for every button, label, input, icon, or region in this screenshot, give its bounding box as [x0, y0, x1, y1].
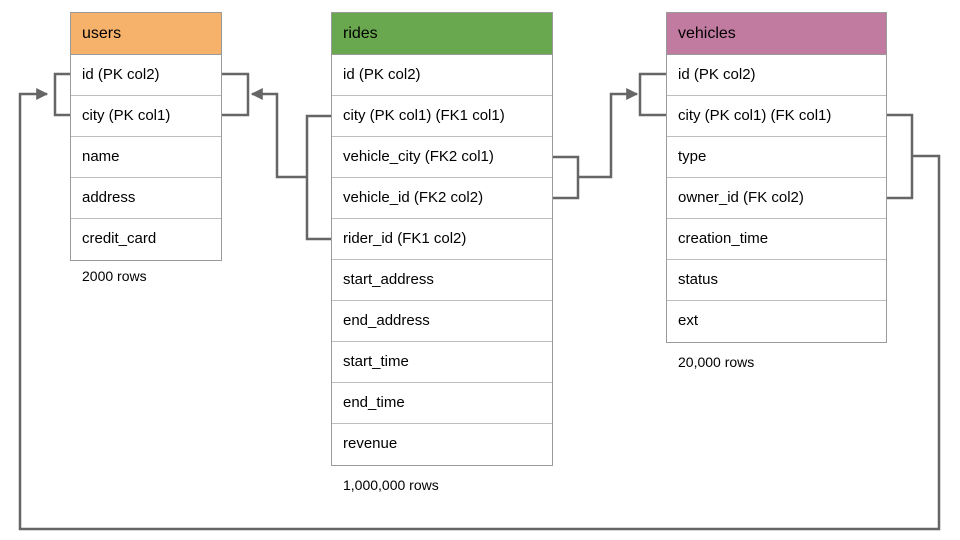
connector-rides-to-vehicles [578, 88, 639, 179]
vehicles-column-city: city (PK col1) (FK col1) [667, 96, 886, 137]
table-users-title: users [71, 13, 221, 55]
bracket-users-pk-right [222, 72, 250, 117]
rides-column-vehicle-city: vehicle_city (FK2 col1) [332, 137, 552, 178]
rides-column-rider-id: rider_id (FK1 col2) [332, 219, 552, 260]
rides-column-vehicle-id: vehicle_id (FK2 col2) [332, 178, 552, 219]
table-users: users id (PK col2) city (PK col1) name a… [70, 12, 222, 261]
rides-column-id: id (PK col2) [332, 55, 552, 96]
users-row-count: 2000 rows [82, 268, 147, 284]
vehicles-column-id: id (PK col2) [667, 55, 886, 96]
vehicles-column-type: type [667, 137, 886, 178]
vehicles-row-count: 20,000 rows [678, 354, 755, 370]
vehicles-column-status: status [667, 260, 886, 301]
rides-column-start-address: start_address [332, 260, 552, 301]
vehicles-column-owner-id: owner_id (FK col2) [667, 178, 886, 219]
rides-column-end-address: end_address [332, 301, 552, 342]
rides-column-revenue: revenue [343, 435, 398, 452]
rides-column-start-time: start_time [332, 342, 552, 383]
rides-column-city: city (PK col1) (FK1 col1) [332, 96, 552, 137]
vehicles-column-creation-time: creation_time [667, 219, 886, 260]
vehicles-column-ext: ext [678, 312, 699, 329]
rides-row-count: 1,000,000 rows [343, 477, 439, 493]
table-rides: rides id (PK col2) city (PK col1) (FK1 c… [331, 12, 553, 466]
users-column-name: name [71, 137, 221, 178]
users-column-id: id (PK col2) [71, 55, 221, 96]
rides-column-end-time: end_time [332, 383, 552, 424]
bracket-vehicles-fk-right [887, 113, 914, 200]
bracket-vehicles-pk-left [638, 72, 666, 117]
users-column-address: address [71, 178, 221, 219]
bracket-users-pk-left [53, 72, 70, 117]
table-rides-title: rides [332, 13, 552, 55]
table-vehicles: vehicles id (PK col2) city (PK col1) (FK… [666, 12, 887, 343]
connector-rides-to-users [250, 88, 307, 179]
bracket-rides-fk1-left [305, 114, 331, 241]
table-vehicles-title: vehicles [667, 13, 886, 55]
users-column-credit-card: credit_card [82, 230, 157, 247]
users-column-city: city (PK col1) [71, 96, 221, 137]
bracket-rides-fk2-right [553, 155, 580, 200]
